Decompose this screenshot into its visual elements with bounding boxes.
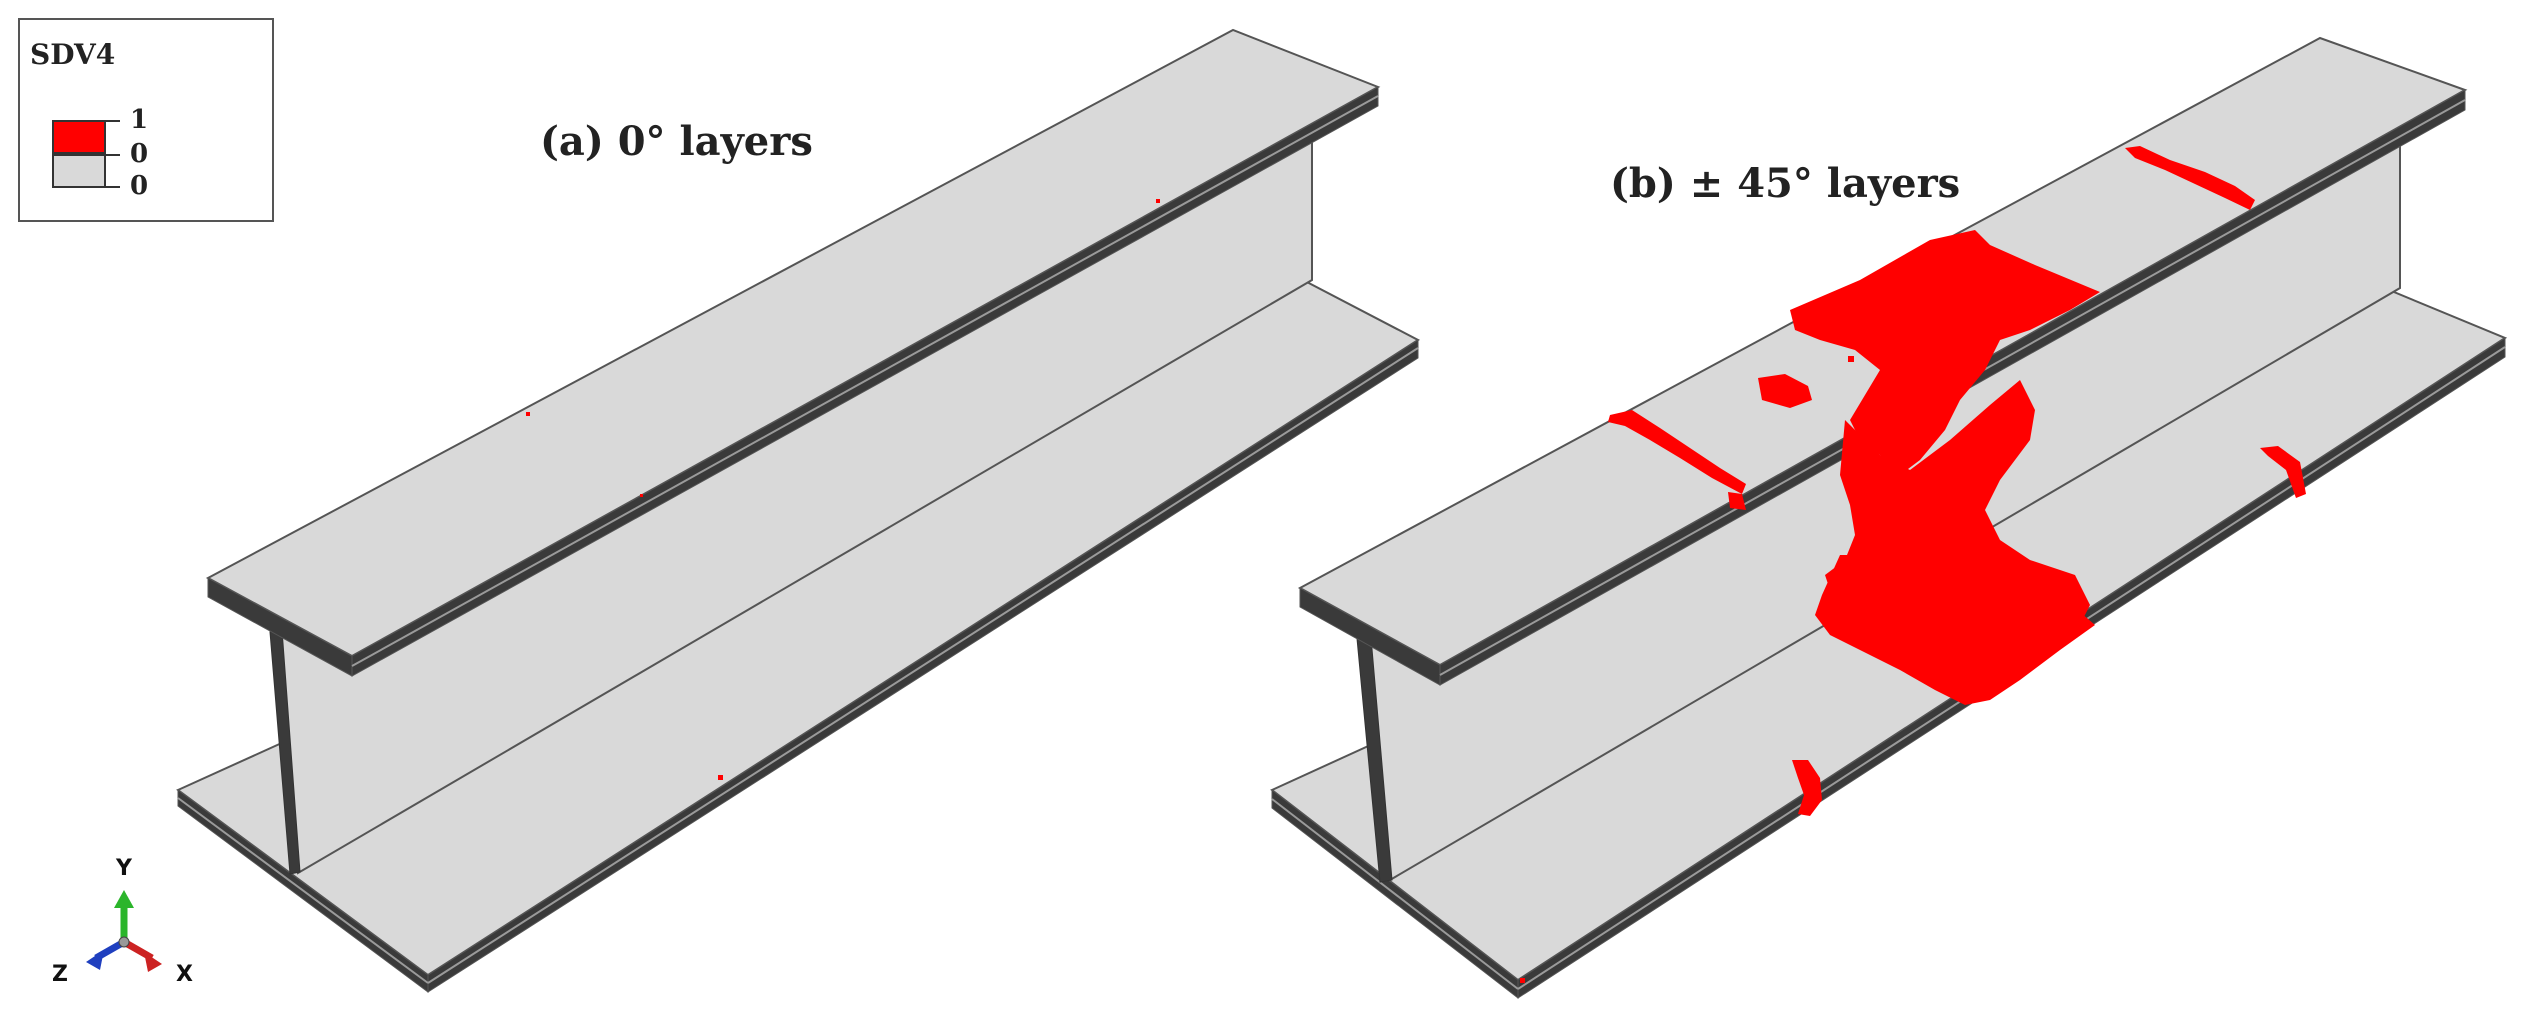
legend-label-2: 0 [130, 139, 149, 169]
caption-a: (a) 0° layers [540, 118, 813, 165]
legend-label-3: 0 [130, 171, 149, 201]
y-axis-label: Y [116, 856, 132, 881]
damage-dot [1520, 978, 1525, 983]
legend-label-1: 1 [130, 105, 149, 135]
beam-a-damage-dot [718, 775, 723, 780]
legend-tick [106, 120, 120, 122]
beam-b-damage-regions [1520, 146, 2306, 983]
triad-origin [118, 936, 130, 948]
axis-triad [86, 890, 162, 972]
damage-crack-bottom-right [2260, 446, 2306, 498]
damage-patch-small [1758, 374, 1812, 408]
z-axis-arrowhead [86, 950, 104, 970]
beam-a [176, 28, 1420, 993]
damage-patch-central [1790, 230, 2100, 475]
damage-crack-left-tip [1728, 492, 1746, 510]
beam-a-damage-dot [1156, 199, 1160, 203]
beam-a-damage-dot [526, 412, 530, 416]
z-axis-label: Z [52, 962, 68, 987]
x-axis-label: X [176, 962, 193, 987]
damage-crack-right [2125, 146, 2255, 210]
legend-swatch-red [52, 120, 106, 154]
damage-patch-lower [1815, 555, 2095, 705]
x-axis-arrowhead [144, 952, 162, 972]
legend-tick [106, 154, 120, 156]
caption-b: (b) ± 45° layers [1610, 160, 1961, 207]
legend-swatch-gray [52, 154, 106, 188]
beam-a-damage-dot [640, 494, 643, 497]
beam-b [1270, 36, 2508, 1000]
damage-crack-left [1608, 410, 1746, 494]
damage-crack-bottom-front [1792, 760, 1822, 816]
damage-dot [1848, 356, 1854, 362]
y-axis-arrowhead [114, 890, 134, 908]
legend-title: SDV4 [30, 38, 116, 71]
legend-tick [106, 186, 120, 188]
